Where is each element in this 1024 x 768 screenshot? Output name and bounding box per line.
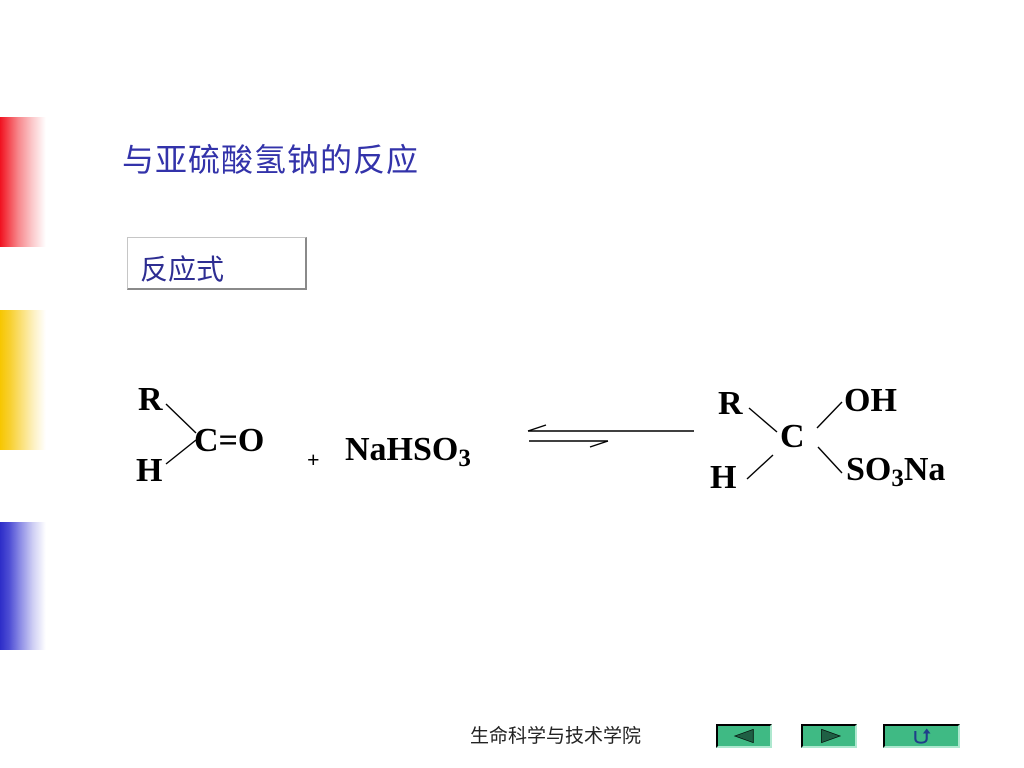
product-bond-h bbox=[746, 454, 774, 480]
decorative-stripe-yellow bbox=[0, 310, 46, 450]
left-triangle-icon bbox=[733, 728, 754, 744]
section-label-box: 反应式 bbox=[127, 237, 307, 290]
product-bond-r bbox=[748, 407, 778, 433]
reactant-h-label: H bbox=[136, 452, 162, 489]
equilibrium-arrow bbox=[527, 424, 694, 448]
product-bond-so3na bbox=[817, 446, 843, 474]
footer-institution: 生命科学与技术学院 bbox=[470, 725, 642, 747]
product-oh-label: OH bbox=[844, 382, 897, 419]
reactant-carbonyl-label: C=O bbox=[194, 422, 264, 459]
return-button[interactable] bbox=[883, 724, 960, 748]
product-so3na-label: SO3Na bbox=[846, 451, 945, 492]
previous-slide-button[interactable] bbox=[716, 724, 772, 748]
reagent-formula: NaHSO3 bbox=[345, 431, 471, 472]
next-slide-button[interactable] bbox=[801, 724, 857, 748]
product-carbon-label: C bbox=[780, 418, 805, 455]
reactant-bond-h bbox=[165, 439, 197, 465]
product-h-label: H bbox=[710, 459, 736, 496]
product-bond-oh bbox=[816, 401, 843, 429]
plus-sign: + bbox=[307, 447, 320, 472]
slide-title: 与亚硫酸氢钠的反应 bbox=[122, 141, 420, 179]
reactant-bond-r bbox=[165, 403, 197, 434]
decorative-stripe-blue bbox=[0, 522, 46, 650]
reactant-r-label: R bbox=[138, 381, 163, 418]
decorative-stripe-red bbox=[0, 117, 46, 247]
right-triangle-icon bbox=[821, 728, 842, 744]
return-arrow-icon bbox=[914, 728, 931, 744]
section-label: 反应式 bbox=[140, 253, 225, 286]
product-r-label: R bbox=[718, 385, 743, 422]
